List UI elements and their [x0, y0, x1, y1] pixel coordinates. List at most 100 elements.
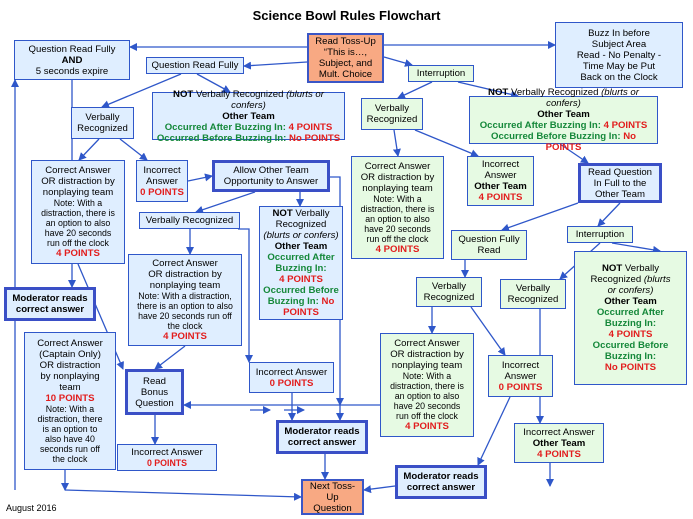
flow-arrow [383, 56, 413, 67]
nvr-tl-before: Occurred Before Buzzing In: [156, 132, 290, 144]
nvr-r-line2i: (blurts [643, 274, 671, 285]
qrf5-line: 5 seconds expire [35, 65, 109, 77]
ia-allow-points: 0 POINTS [269, 377, 314, 389]
mod-left-line: Moderator reads [12, 293, 88, 304]
ca-captain-note: also have 40 [45, 434, 95, 444]
nvr-allow-before-points: No [321, 296, 335, 307]
ca-left-note: Note: With a [53, 198, 103, 208]
ca-right-line: nonplaying team [391, 360, 463, 371]
buzz-in-line: Subject Area [591, 38, 647, 50]
qrf5-and: AND [61, 54, 83, 66]
nvr-tl-after: Occurred After Buzzing In: [164, 121, 289, 133]
moderator-reads-center-box: Moderator reads correct answer [276, 420, 368, 454]
flow-arrow [559, 143, 589, 164]
vr-left-line: Verbally [85, 112, 120, 123]
incorrect-answer-bonus-box: Incorrect Answer 0 POINTS [117, 444, 217, 471]
read-bonus-line: Question [135, 397, 174, 409]
ca-right-note: run off the clock [396, 411, 458, 421]
ca-left-line: Correct Answer [45, 165, 111, 176]
nvr-allow-line1: Verbally [292, 208, 330, 219]
flow-arrow [397, 81, 433, 99]
nvr-allow-line2: Recognized [275, 219, 327, 230]
iaot-bottom-points: 4 POINTS [537, 448, 581, 460]
ia-left-line: Answer [146, 175, 178, 187]
read-bonus-line: Read [143, 375, 166, 387]
correct-answer-captain-box: Correct Answer (Captain Only) OR distrac… [24, 332, 116, 470]
allow-other-line: Allow Other Team [233, 165, 309, 176]
incorrect-answer-other-team-bottom-box: Incorrect Answer Other Team 4 POINTS [514, 423, 604, 463]
next-tossup-box: Next Toss-Up Question [301, 479, 364, 515]
read-bonus-line: Bonus [140, 386, 169, 398]
rqot-line: Other Team [595, 188, 645, 200]
flow-arrow [119, 138, 148, 161]
nvr-tr-before: Occurred Before Buzzing In: [491, 131, 624, 142]
ca-right-note: distraction, there is [390, 381, 464, 391]
ca-right-note: Note: With a [402, 371, 452, 381]
question-read-fully-5s-box: Question Read Fully AND 5 seconds expire [14, 40, 130, 80]
nvr-tl-after-points: 4 POINTS [288, 121, 333, 133]
iaot-bottom-line: Incorrect Answer [523, 426, 595, 438]
incorrect-answer-right-box: Incorrect Answer 0 POINTS [488, 355, 553, 397]
vr-r1-line: Recognized [423, 292, 475, 303]
nvr-r-not: NOT [601, 263, 623, 274]
qfr-right-line: Read [477, 245, 501, 256]
nvr-r-before-b: Buzzing In: [604, 351, 657, 362]
ca-captain-note: seconds run off [40, 444, 100, 454]
nvr-tl-line1: Verbally Recognized [193, 88, 287, 100]
nvr-tr-after-points: 4 POINTS [603, 120, 648, 131]
iaot-top-line: Answer [484, 170, 517, 181]
read-question-other-team-box: Read Question In Full to the Other Team [578, 163, 662, 203]
nvr-allow-other-team: Other Team [274, 241, 328, 252]
flow-arrow [154, 345, 186, 370]
flow-arrow [501, 202, 579, 232]
ca-mid-line: nonplaying team [362, 182, 433, 194]
vr-allow-label: Verbally Recognized [145, 215, 234, 226]
mod-center-line: correct answer [287, 437, 357, 448]
ca-mid-note: run off the clock [366, 233, 429, 244]
ca-allow-line: Correct Answer [152, 258, 218, 269]
mod-right-line: correct answer [406, 482, 476, 493]
flow-arrow [392, 129, 401, 157]
ca-allow-line: nonplaying team [149, 280, 221, 291]
ca-allow-note: have 20 seconds run off [138, 311, 232, 321]
buzz-in-line: Read - No Penalty - [576, 49, 662, 61]
moderator-reads-right-box: Moderator reads correct answer [395, 465, 487, 499]
footer-date: August 2016 [6, 503, 57, 513]
nvr-tr-other-team: Other Team [537, 109, 590, 120]
ca-left-points: 4 POINTS [56, 248, 100, 259]
ca-captain-line: Correct Answer [37, 338, 103, 349]
correct-answer-right-box: Correct Answer OR distraction by nonplay… [380, 333, 474, 437]
flow-arrow [238, 228, 253, 363]
flow-arrow [64, 489, 302, 501]
ia-right-points: 0 POINTS [498, 381, 543, 393]
nvr-r-other-team: Other Team [604, 296, 657, 307]
ca-left-note: have 20 seconds [44, 228, 112, 238]
ca-left-note: run off the clock [47, 238, 109, 248]
read-tossup-box: Read Toss-Up “This is…, Subject, and Mul… [307, 33, 384, 83]
nvr-r-line1: Verbally [622, 263, 660, 274]
question-read-fully-box: Question Read Fully [146, 57, 244, 74]
nvr-r-after: Occurred After [596, 307, 665, 318]
nvr-allow-after: Occurred After [267, 252, 335, 263]
mod-right-line: Moderator reads [403, 471, 479, 482]
buzz-in-line: Buzz In before [588, 27, 650, 39]
ia-allow-line: Incorrect Answer [255, 366, 328, 378]
vr-r1-line: Verbally [431, 281, 467, 292]
flowchart-title: Science Bowl Rules Flowchart [252, 8, 441, 23]
flow-arrow [196, 73, 231, 93]
correct-answer-mid-box: Correct Answer OR distraction by nonplay… [351, 156, 444, 259]
buzz-in-line: Time May be Put [582, 60, 656, 72]
nvr-allow-not: NOT [272, 208, 293, 219]
ca-allow-note: the clock [167, 321, 203, 331]
ca-mid-points: 4 POINTS [375, 243, 420, 255]
nvr-allow-after-b: Buzzing In: [275, 263, 327, 274]
verbally-recognized-r2-box: Verbally Recognized [500, 279, 566, 309]
ca-mid-note: an option to also [365, 213, 430, 224]
vr-r2-line: Verbally [515, 283, 551, 294]
vr-left-line: Recognized [77, 123, 128, 134]
ca-captain-note: is an option to [42, 424, 98, 434]
ia-right-line: Incorrect [501, 359, 540, 371]
flow-arrow [611, 242, 661, 254]
